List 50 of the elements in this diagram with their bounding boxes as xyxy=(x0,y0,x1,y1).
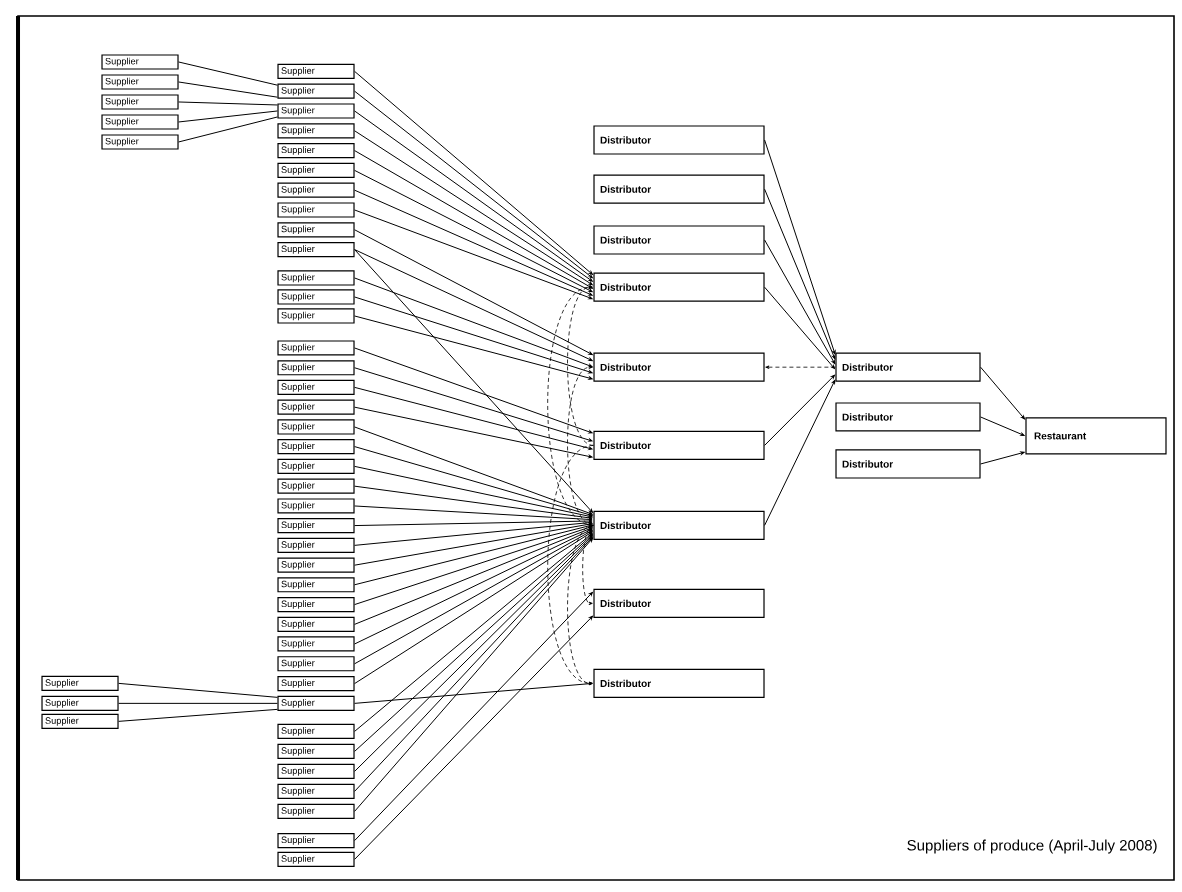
connector-line xyxy=(118,702,278,704)
arrow xyxy=(354,485,593,520)
arrow xyxy=(980,366,1026,420)
arrow xyxy=(354,519,593,527)
arrow xyxy=(354,682,593,704)
dashed-arrow xyxy=(582,524,594,606)
dashed-arrow xyxy=(547,445,594,686)
dashed-arrow xyxy=(567,524,594,686)
arrow xyxy=(354,386,593,450)
arrow xyxy=(354,209,593,300)
arrow xyxy=(354,525,593,606)
arrow xyxy=(354,505,593,522)
connector-line xyxy=(178,110,278,123)
connector-line xyxy=(178,116,278,143)
arrow xyxy=(764,379,836,526)
arrow xyxy=(354,426,593,515)
arrow xyxy=(354,528,593,645)
arrow xyxy=(354,169,593,293)
arrow xyxy=(354,465,593,518)
arrow xyxy=(354,249,593,362)
arrow xyxy=(354,615,593,860)
arrow xyxy=(354,229,593,356)
dashed-arrow xyxy=(567,285,594,446)
arrow xyxy=(980,451,1025,465)
connector-line xyxy=(118,708,278,722)
connector-line xyxy=(178,101,278,106)
arrow xyxy=(354,446,593,517)
arrow xyxy=(764,239,836,365)
arrow xyxy=(354,249,593,513)
arrow xyxy=(980,416,1025,436)
arrow xyxy=(354,527,593,625)
arrow xyxy=(354,296,593,374)
arrow xyxy=(354,522,593,566)
arrow xyxy=(764,374,835,446)
arrow xyxy=(354,277,593,368)
dashed-arrow xyxy=(567,365,594,526)
arrow xyxy=(354,591,593,842)
arrow xyxy=(354,521,593,546)
connector-line xyxy=(178,81,278,98)
connector-line xyxy=(118,682,278,698)
arrow xyxy=(764,188,836,360)
arrow xyxy=(354,347,593,434)
arrow xyxy=(764,286,836,370)
arrow xyxy=(354,406,593,459)
arrow xyxy=(764,139,836,355)
arrow xyxy=(354,367,593,442)
arrow xyxy=(354,315,593,380)
connector-line xyxy=(178,61,278,86)
arrow xyxy=(354,189,593,296)
arrow xyxy=(354,524,593,586)
